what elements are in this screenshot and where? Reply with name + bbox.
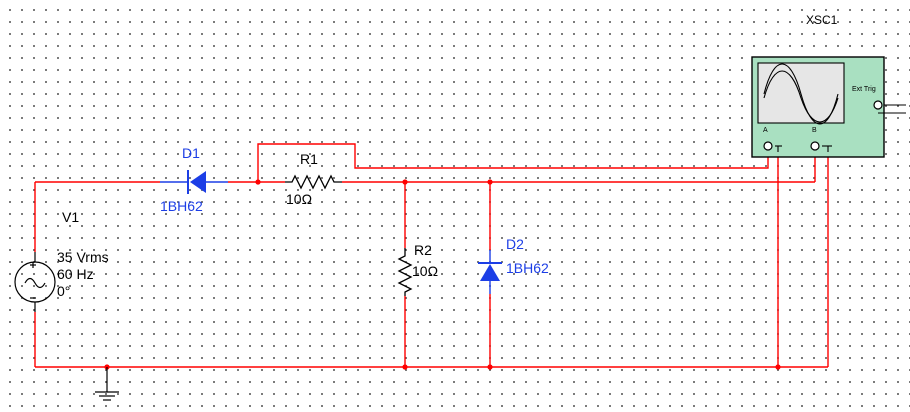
diode-d2[interactable] [478, 250, 502, 294]
d1-part-label: 1BH62 [160, 198, 203, 214]
r2-reference-label: R2 [414, 242, 432, 258]
diode-d1[interactable] [160, 170, 228, 194]
resistor-r2[interactable] [397, 248, 413, 296]
junction-dot [487, 179, 493, 185]
resistor-r1[interactable] [285, 174, 342, 190]
ext-trig-terminal [873, 100, 883, 110]
scope-channel-b-label: B [812, 127, 817, 134]
scope-waveform [763, 63, 839, 125]
source-reference-label: V1 [62, 209, 80, 225]
sine-icon [24, 277, 46, 289]
d1-reference-label: D1 [182, 145, 200, 161]
r1-reference-label: R1 [300, 151, 318, 167]
junctions [104, 179, 781, 370]
source-voltage-label: 35 Vrms [57, 249, 109, 265]
r2-value-label: 10Ω [412, 263, 439, 279]
junction-dot [775, 364, 781, 370]
scope-reference-label: XSC1 [806, 13, 838, 27]
scope-ext-trig-label: Ext Trig [852, 86, 876, 93]
junction-dot [402, 364, 408, 370]
r1-value-label: 10Ω [286, 191, 313, 207]
wire-scope-a-feed[interactable] [257, 143, 769, 182]
scope-channel-a-label: A [763, 127, 768, 134]
d2-part-label: 1BH62 [506, 260, 549, 276]
source-phase-label: 0° [57, 283, 71, 299]
channel-b-terminal [810, 141, 820, 151]
oscilloscope-xsc1[interactable] [751, 56, 906, 158]
junction-dot [255, 179, 261, 185]
ac-source-v1[interactable] [14, 252, 56, 312]
junction-dot [487, 364, 493, 370]
channel-a-terminal [763, 141, 773, 151]
d2-reference-label: D2 [506, 236, 524, 252]
junction-dot [402, 179, 408, 185]
source-frequency-label: 60 Hz [57, 266, 94, 282]
ground-symbol[interactable] [95, 367, 119, 401]
